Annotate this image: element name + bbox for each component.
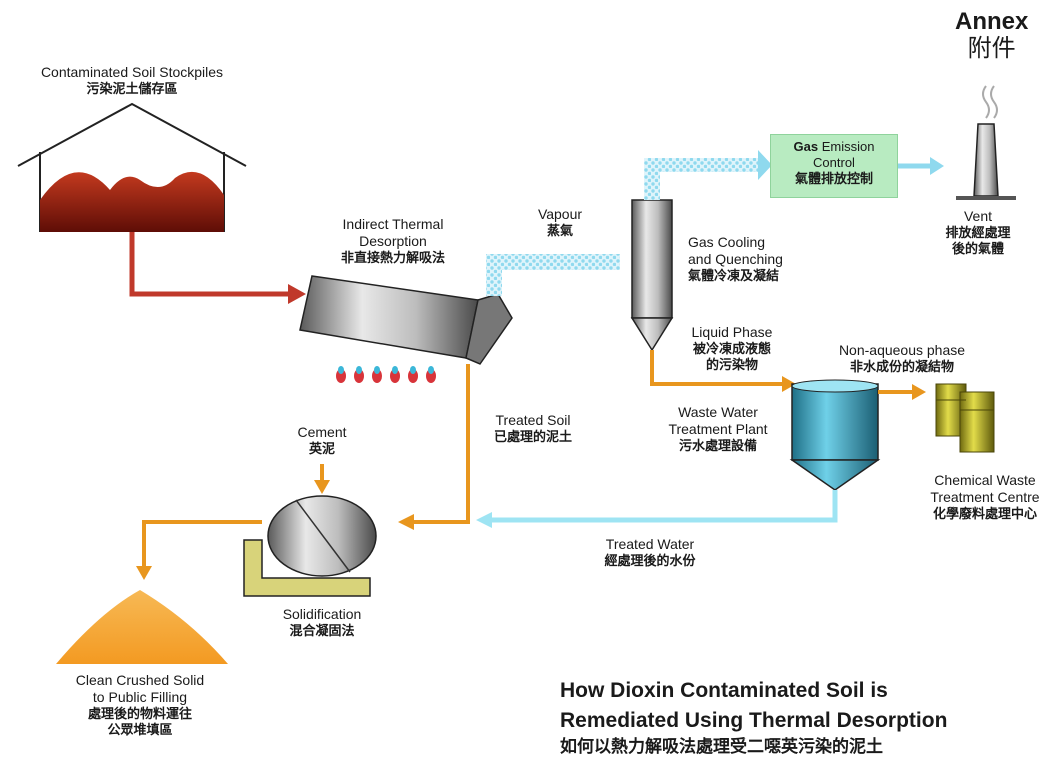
liquid-phase-arrowhead — [782, 376, 796, 392]
non-aqueous-arrowhead — [912, 384, 926, 400]
treated-soil-label: Treated Soil 已處理的泥土 — [493, 412, 572, 444]
clean-solid-pile — [56, 590, 228, 664]
stockpiles-label: Contaminated Soil Stockpiles 污染泥土儲存區 — [40, 64, 224, 96]
title-line-1: How Dioxin Contaminated Soil is — [560, 679, 888, 702]
solidification-mixer — [243, 495, 377, 597]
title-line-3: 如何以熱力解吸法處理受二噁英污染的泥土 — [560, 737, 883, 756]
liquid-phase-label: Liquid Phase 被冷凍成液態 的污染物 — [691, 324, 773, 372]
vapour-label: Vapour 蒸氣 — [537, 206, 583, 238]
soil-feed-arrowhead — [288, 284, 306, 304]
wwtp-label: Waste Water Treatment Plant 污水處理設備 — [668, 404, 768, 453]
vent-stack — [956, 85, 1016, 200]
annex-header: Annex 附件 — [955, 8, 1028, 62]
annex-zh: 附件 — [967, 35, 1016, 62]
chem-waste-label: Chemical Waste Treatment Centre 化學廢料處理中心 — [930, 472, 1040, 521]
gas-cooling-vessel — [630, 199, 674, 352]
gas-emission-bold: Gas — [793, 139, 819, 154]
gas-to-vent-arrowhead — [930, 157, 944, 175]
gas-emission-en2: Control — [813, 155, 855, 170]
treated-water-label: Treated Water 經處理後的水份 — [604, 536, 696, 568]
desorption-label: Indirect Thermal Desorption 非直接熱力解吸法 — [340, 216, 445, 265]
chemical-drums — [935, 383, 995, 453]
cement-arrowhead — [314, 480, 330, 494]
treated-water-arrowhead — [476, 512, 492, 528]
liquid-phase-arrow — [650, 350, 784, 386]
desorption-drum — [299, 275, 513, 365]
annex-en: Annex — [955, 8, 1029, 35]
output-arrowhead — [136, 566, 152, 580]
vessel-to-gas-arrowhead — [758, 150, 772, 180]
soil-feed-arrow — [129, 232, 288, 297]
vapour-duct — [486, 254, 620, 296]
wastewater-tank — [789, 379, 881, 491]
diagram-title: How Dioxin Contaminated Soil is Remediat… — [560, 676, 1058, 758]
output-line — [142, 520, 262, 568]
gas-cooling-label: Gas Cooling and Quenching 氣體冷凍及凝結 — [688, 234, 783, 283]
vent-label: Vent 排放經處理 後的氣體 — [945, 208, 1011, 256]
gas-emission-box: Gas Emission Control 氣體排放控制 — [770, 134, 898, 198]
solidification-label: Solidification 混合凝固法 — [282, 606, 362, 638]
stockpile-shed — [17, 102, 247, 232]
gas-emission-en1: Emission — [818, 139, 875, 154]
gas-emission-zh: 氣體排放控制 — [794, 171, 873, 186]
treated-soil-arrowhead — [398, 514, 414, 530]
treated-soil-line — [412, 364, 470, 524]
cement-label: Cement 英泥 — [297, 424, 347, 456]
clean-solid-label: Clean Crushed Solid to Public Filling 處理… — [75, 672, 205, 737]
non-aqueous-label: Non-aqueous phase 非水成份的凝結物 — [838, 342, 966, 374]
treated-water-line — [490, 490, 838, 523]
vessel-to-gas-duct — [644, 158, 760, 200]
title-line-2: Remediated Using Thermal Desorption — [560, 709, 948, 732]
burner-flames — [336, 366, 436, 383]
